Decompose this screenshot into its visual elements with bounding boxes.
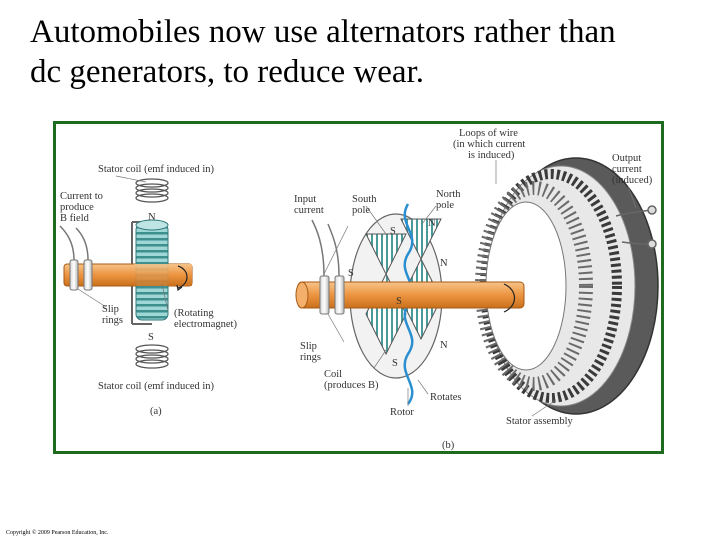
label-pole-s-3: S — [396, 296, 402, 307]
label-rotating-1: (Rotating — [174, 308, 214, 319]
label-current-3: B field — [60, 213, 90, 224]
label-loops-1: Loops of wire — [459, 128, 518, 139]
label-output-3: (induced) — [612, 175, 653, 186]
stator-assembly-icon — [475, 157, 659, 415]
label-current-2: produce — [60, 202, 94, 213]
stator-coil-bottom-icon — [135, 344, 169, 369]
caption-a: (a) — [150, 406, 162, 417]
slide-title: Automobiles now use alternators rather t… — [30, 12, 710, 92]
label-north-pole-1: North — [436, 189, 461, 200]
rotation-arrow-b-icon — [503, 283, 516, 313]
label-rotating-2: electromagnet) — [174, 319, 237, 330]
label-slip-rings-a-2: rings — [102, 315, 123, 326]
label-stator-coil-bottom: Stator coil (emf induced in) — [98, 381, 215, 392]
panel-a: Stator coil (emf induced in) Current to … — [59, 164, 237, 417]
label-rotor: Rotor — [390, 407, 414, 418]
stator-coil-top-icon — [135, 178, 169, 203]
label-pole-s-4: S — [392, 358, 398, 369]
label-south-a: S — [148, 332, 154, 343]
slip-ring-1-icon — [69, 259, 79, 291]
title-line-1: Automobiles now use alternators rather t… — [30, 14, 616, 50]
label-north-a: N — [148, 212, 156, 223]
label-pole-s-2: S — [348, 268, 354, 279]
output-terminals-icon — [615, 205, 657, 249]
label-input-1: Input — [294, 194, 316, 205]
input-wires-b-icon — [311, 219, 340, 277]
label-pole-n-3: N — [440, 340, 448, 351]
label-input-2: current — [294, 205, 324, 216]
label-stator-assembly: Stator assembly — [506, 416, 574, 427]
input-wires-icon — [59, 225, 89, 261]
label-stator-coil-top: Stator coil (emf induced in) — [98, 164, 215, 175]
slip-ring-2-icon — [83, 259, 93, 291]
slip-ring-b1-icon — [319, 275, 330, 315]
copyright-notice: Copyright © 2009 Pearson Education, Inc. — [6, 530, 109, 536]
caption-b: (b) — [442, 440, 455, 451]
label-slip-rings-b-2: rings — [300, 352, 321, 363]
label-output-2: current — [612, 164, 642, 175]
rotation-arrow-icon — [177, 265, 188, 289]
title-line-2: dc generators, to reduce wear. — [30, 54, 424, 90]
label-loops-3: is induced) — [468, 150, 515, 161]
label-loops-2: (in which current — [453, 139, 525, 150]
label-rotates: Rotates — [430, 392, 462, 403]
label-coil-1: Coil — [324, 369, 342, 380]
label-south-pole-2: pole — [352, 205, 370, 216]
label-slip-rings-b-1: Slip — [300, 341, 317, 352]
label-pole-s-1: S — [390, 226, 396, 237]
label-pole-n-1: N — [428, 218, 436, 229]
slip-ring-b2-icon — [334, 275, 345, 315]
panel-b: Loops of wire (in which current is induc… — [294, 128, 659, 451]
label-pole-n-2: N — [440, 258, 448, 269]
alternator-figure: Stator coil (emf induced in) Current to … — [53, 121, 664, 454]
label-coil-2: (produces B) — [324, 380, 379, 391]
label-output-1: Output — [612, 153, 641, 164]
label-north-pole-2: pole — [436, 200, 454, 211]
label-current-1: Current to — [60, 191, 103, 202]
rotor-shaft-icon — [297, 281, 525, 309]
label-south-pole-1: South — [352, 194, 377, 205]
label-slip-rings-a-1: Slip — [102, 304, 119, 315]
